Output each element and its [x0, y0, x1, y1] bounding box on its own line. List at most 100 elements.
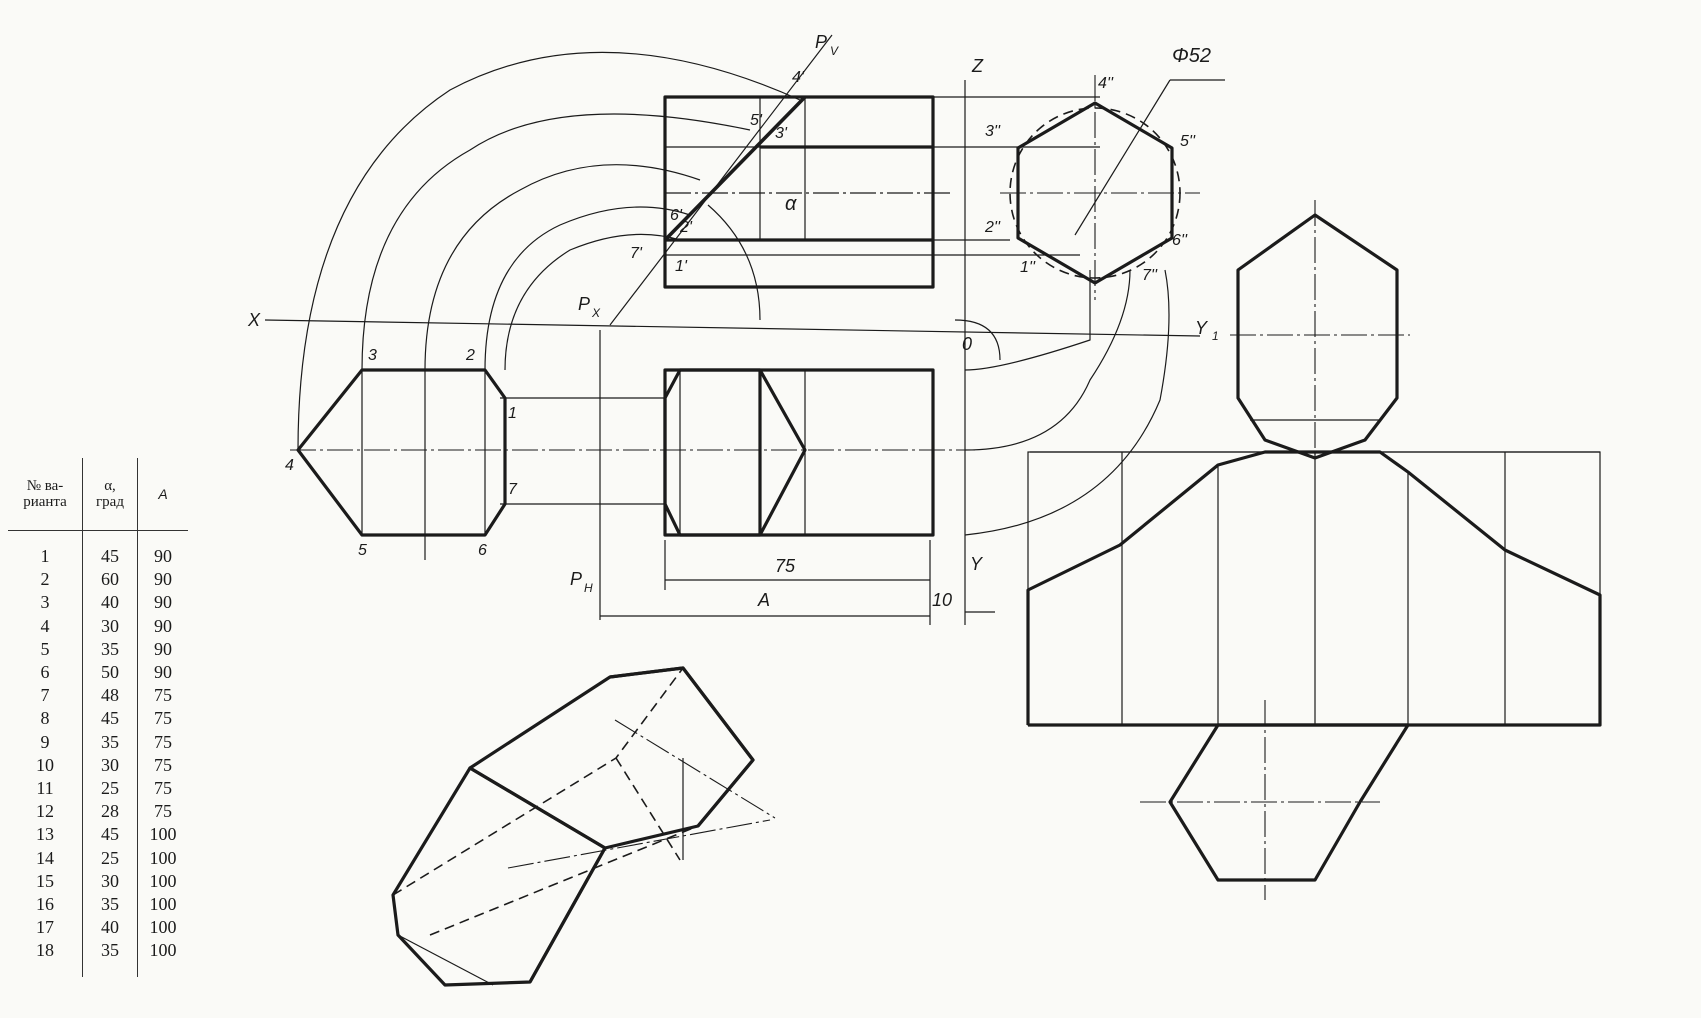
axis-y-label: Y [970, 554, 984, 574]
cell-a: 90 [154, 615, 172, 636]
side-point-6: 6'' [1172, 232, 1188, 249]
front-point-4: 4' [792, 69, 805, 86]
cell-variant: 9 [8, 730, 83, 754]
cell-a: 100 [149, 894, 177, 915]
cell-a: 100 [149, 917, 177, 938]
plane-px-sub: X [591, 306, 601, 320]
cell-alpha: 28 [82, 800, 138, 824]
plane-ph-label: P [570, 569, 582, 589]
origin-label: 0 [962, 334, 972, 354]
cell-variant: 13 [8, 823, 83, 847]
development [1026, 200, 1602, 900]
cell-alpha: 45 [82, 823, 138, 847]
side-point-1: 1'' [1020, 259, 1036, 276]
cell-alpha: 45 [82, 707, 138, 731]
dimensions [600, 540, 931, 625]
cell-variant: 4 [8, 614, 83, 638]
cell-variant: 3 [8, 591, 83, 615]
top-point-3: 3 [368, 347, 377, 364]
cell-alpha: 25 [82, 777, 138, 801]
cell-variant: 15 [8, 869, 83, 894]
cell-variant: 10 [8, 753, 83, 778]
front-point-5: 5' [750, 112, 763, 129]
cell-alpha: 35 [82, 939, 138, 977]
cell-variant: 2 [8, 568, 83, 592]
angle-label: α [785, 193, 797, 215]
cell-variant: 5 [8, 637, 83, 662]
top-point-2: 2 [465, 347, 475, 364]
cell-variant: 12 [8, 800, 83, 824]
cell-variant: 8 [8, 707, 83, 731]
cell-variant: 6 [8, 661, 83, 685]
axis-z-label: Z [971, 56, 984, 76]
cell-a: 75 [154, 685, 172, 706]
side-view [1000, 75, 1225, 300]
side-point-2: 2'' [984, 219, 1001, 236]
cell-a: 75 [154, 801, 172, 822]
cell-a: 90 [154, 592, 172, 613]
cell-variant: 1 [8, 530, 83, 569]
side-point-3: 3'' [985, 123, 1001, 140]
cell-a: 90 [154, 662, 172, 683]
front-view [599, 34, 950, 620]
axis-y1-sub: 1 [1212, 329, 1219, 343]
plane-pv-sub: V [830, 44, 839, 58]
front-point-2: 2' [679, 219, 693, 236]
cell-a: 100 [149, 847, 177, 868]
construction-lines [500, 96, 1100, 536]
cell-a: 75 [154, 754, 172, 775]
side-point-4: 4'' [1098, 75, 1114, 92]
header-a: A [137, 458, 188, 531]
axis-x-label: X [247, 310, 261, 330]
front-point-3: 3' [775, 125, 788, 142]
plane-px-label: P [578, 294, 590, 314]
top-point-4: 4 [285, 457, 294, 474]
cell-a: 75 [154, 731, 172, 752]
cell-alpha: 35 [82, 730, 138, 754]
cell-variant: 18 [8, 939, 83, 977]
isometric-view [391, 666, 776, 987]
cell-variant: 16 [8, 893, 83, 917]
cell-alpha: 40 [82, 916, 138, 940]
cell-alpha: 25 [82, 846, 138, 870]
dimension-length-label: 75 [775, 556, 796, 576]
transfer-arcs [297, 51, 1170, 536]
cell-alpha: 48 [82, 684, 138, 708]
cell-variant: 11 [8, 777, 83, 801]
cell-a: 90 [154, 569, 172, 590]
cell-a: 100 [149, 824, 177, 845]
plane-ph-sub: H [584, 581, 593, 595]
header-alpha: α, град [82, 458, 138, 531]
cell-alpha: 35 [82, 893, 138, 917]
front-point-6: 6' [670, 207, 683, 224]
cell-alpha: 35 [82, 637, 138, 662]
top-point-1: 1 [508, 405, 517, 422]
cell-variant: 14 [8, 846, 83, 870]
diameter-label: Φ52 [1172, 45, 1211, 67]
front-point-1: 1' [675, 258, 688, 275]
dimension-offset-label: 10 [932, 590, 952, 610]
axes [264, 80, 1201, 625]
cell-alpha: 45 [82, 530, 138, 569]
plane-pv-label: P [815, 32, 827, 52]
axis-y1-label: Y [1195, 318, 1209, 338]
top-point-6: 6 [478, 542, 487, 559]
